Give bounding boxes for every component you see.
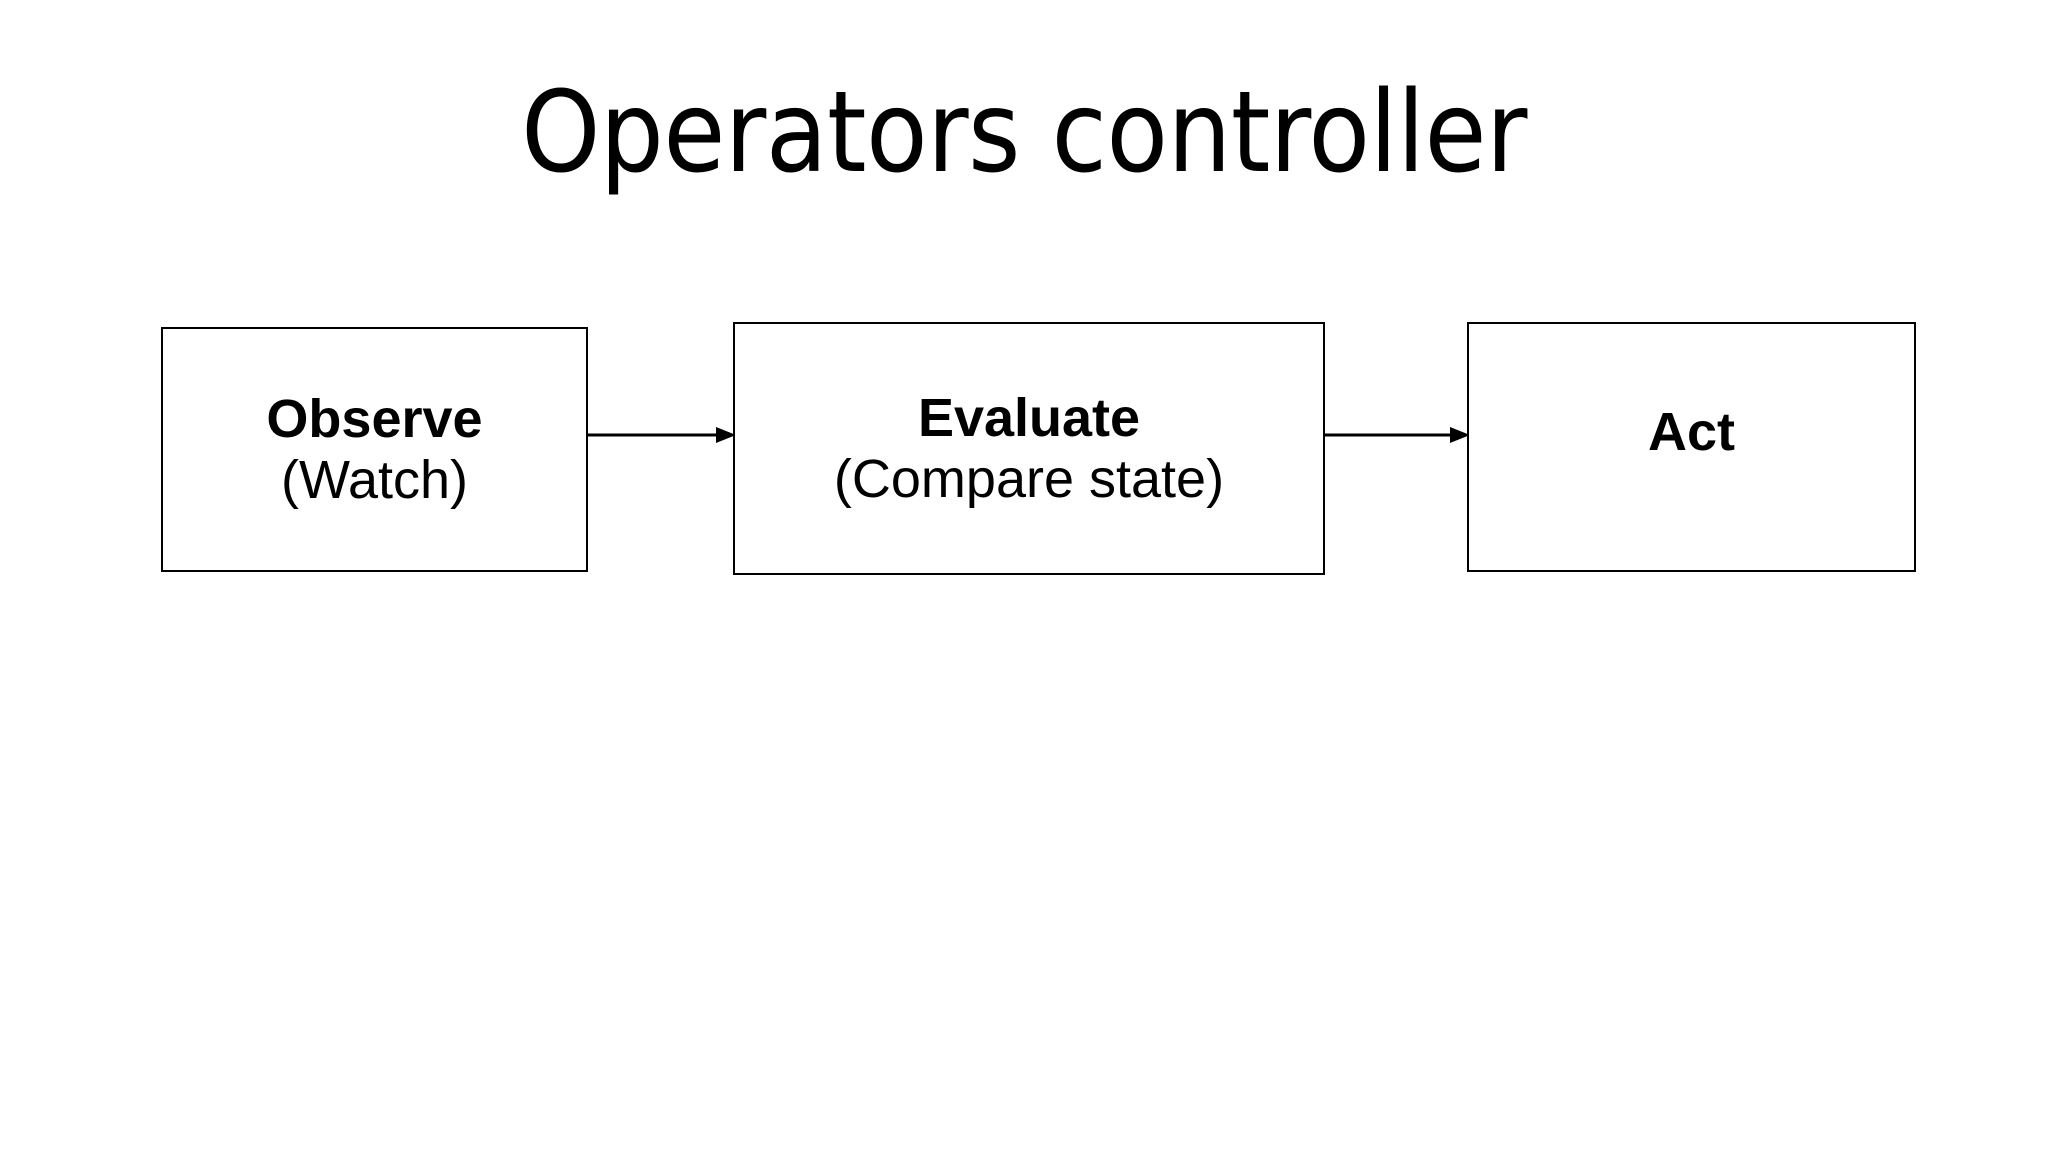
flow-node-observe[interactable]: Observe (Watch) <box>161 327 588 572</box>
arrow-observe-to-evaluate <box>588 420 736 450</box>
flow-node-evaluate-title: Evaluate <box>917 388 1141 449</box>
arrow-observe-to-evaluate-icon <box>588 427 736 443</box>
flow-node-observe-title: Observe <box>266 389 483 450</box>
flow-node-evaluate-subtitle: (Compare state) <box>833 448 1225 509</box>
flow-node-evaluate[interactable]: Evaluate (Compare state) <box>733 322 1325 575</box>
flow-node-observe-subtitle: (Watch) <box>281 449 468 510</box>
arrow-evaluate-to-act <box>1325 420 1470 450</box>
arrow-evaluate-to-act-icon <box>1325 427 1470 443</box>
page-title: Operators controller <box>521 68 1527 198</box>
flow-node-act-title: Act <box>1647 402 1735 462</box>
flow-node-act[interactable]: Act <box>1467 322 1916 572</box>
